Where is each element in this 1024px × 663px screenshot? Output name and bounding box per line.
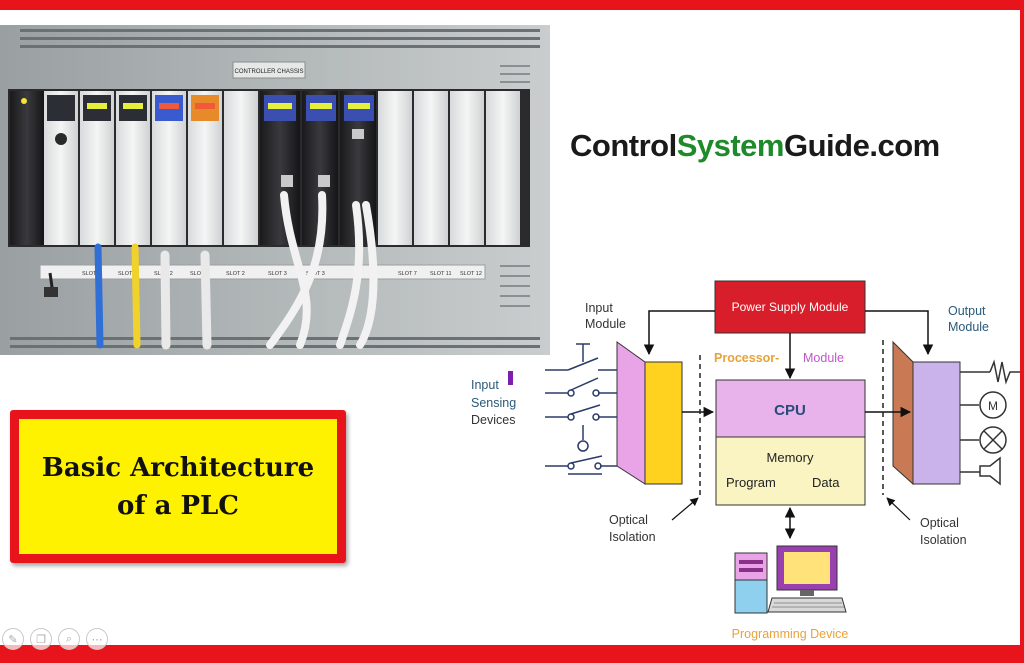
input-devices-label-3: Devices [471,413,515,427]
optical-right-label-2: Isolation [920,533,967,547]
motor-icon [979,391,1007,419]
slot-label: SLOT 11 [430,271,452,277]
optical-right-label-1: Optical [920,516,959,530]
input-devices-label-1: Input [471,378,499,392]
processor-label: Processor- [714,351,779,365]
power-supply-label: Power Supply Module [732,300,849,314]
title-box: Basic Architecture of a PLC [10,410,346,563]
input-switches [545,343,617,475]
slot-label: SLOT 1 [82,271,101,277]
right-red-border [1020,0,1024,663]
brand-logo: ControlSystemGuide.com [570,128,940,164]
input-module-label-2: Module [585,317,626,331]
programming-device-label: Programming Device [732,627,849,641]
heater-icon [989,359,1020,385]
computer-icon [734,545,847,614]
brand-part3: Guide.com [784,128,940,163]
title-line-2: of a PLC [116,490,239,521]
data-label: Data [812,475,840,490]
memory-block [715,436,866,506]
input-module-face [616,341,646,485]
cpu-label: CPU [774,402,806,419]
program-label: Program [726,475,776,490]
chassis-label: CONTROLLER CHASSIS [234,69,303,75]
zoom-icon[interactable]: ⌕ [58,628,80,650]
horn-icon [979,456,1001,486]
viewer-toolbar: ✎ ❐ ⌕ ⋯ [2,628,108,650]
copy-icon[interactable]: ❐ [30,628,52,650]
lamp-icon [979,426,1007,454]
bottom-red-bar [0,645,1024,663]
slot-label: SLOT 7 [398,271,417,277]
slot-label: SLOT 3 [268,271,287,277]
input-module-side [644,361,683,485]
title-line-1: Basic Architecture [41,452,315,483]
output-devices [960,359,1020,486]
pencil-icon[interactable]: ✎ [2,628,24,650]
plc-photo: CONTROLLER CHASSIS SLOT 1 SLOT 1 SLOT 2 … [0,25,550,355]
output-module-label-1: Output [948,304,986,318]
slot-label: SLOT 1 [190,271,209,277]
input-module-label-1: Input [585,301,613,315]
plc-architecture-diagram: Power Supply Module Input Module Output … [471,280,1020,641]
input-devices-label-2: Sensing [471,396,516,410]
module-label: Module [803,351,844,365]
memory-label: Memory [767,450,814,465]
brand-part2: System [676,128,785,163]
output-module-label-2: Module [948,320,989,334]
slot-label: SLOT 2 [226,271,245,277]
optical-left-label-1: Optical [609,513,648,527]
brand-part1: Control [570,128,677,163]
power-supply-module [714,280,866,334]
optical-left-label-2: Isolation [609,530,656,544]
top-red-bar [0,0,1024,10]
slot-label: SLOT 1 [118,271,137,277]
output-module-face [912,361,961,485]
output-module-side [892,340,914,486]
text-cursor [508,371,513,385]
slot-label: SLOT 12 [460,271,482,277]
motor-label: M [988,399,998,413]
more-icon[interactable]: ⋯ [86,628,108,650]
